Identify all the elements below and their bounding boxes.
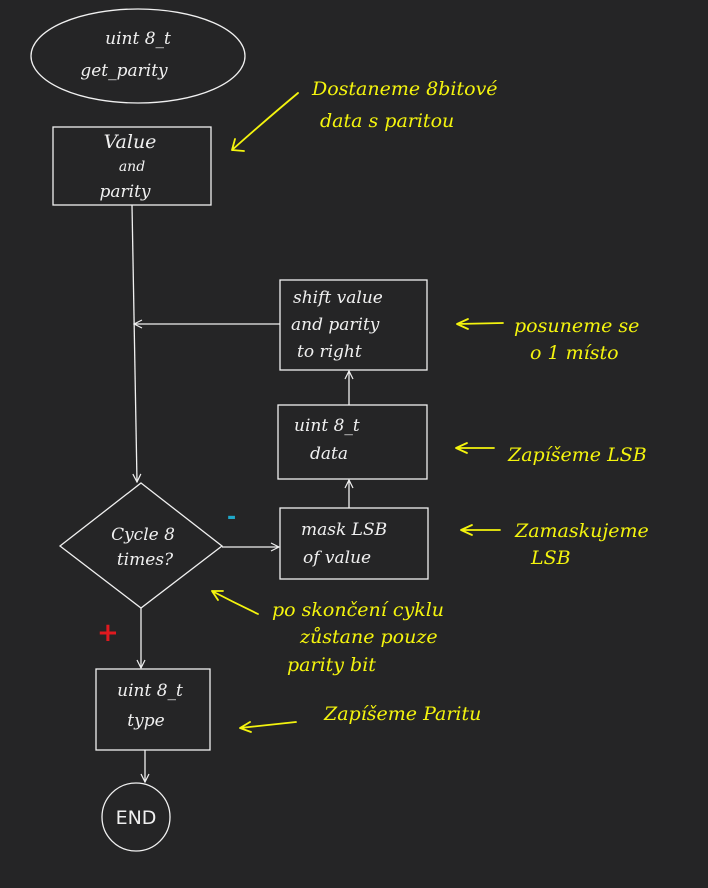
mask-box — [279, 507, 429, 580]
note-shift-line1: posuneme se — [514, 315, 639, 337]
parity-type-node: uint 8_t type — [95, 668, 211, 751]
cycle-node: Cycle 8 times? — [58, 482, 224, 609]
note-mask-line2: LSB — [530, 547, 571, 569]
start-node: uint 8_t get_parity — [30, 8, 246, 104]
note-mask: Zamaskujeme LSB — [460, 520, 649, 569]
note-get-data: Dostaneme 8bitové data s paritou — [231, 78, 498, 152]
note-mask-line1: Zamaskujeme — [514, 520, 649, 542]
value-parity-line1: Value — [104, 131, 157, 153]
plus-mark: + — [97, 618, 119, 648]
note-get-data-arrow — [231, 92, 299, 152]
note-mask-arrow — [460, 524, 501, 536]
note-get-data-line1: Dostaneme 8bitové — [311, 78, 498, 100]
note-write-lsb-arrow — [455, 442, 495, 454]
note-after-loop: po skončení cyklu zůstane pouze parity b… — [211, 590, 444, 676]
data-line1: uint 8_t — [294, 416, 360, 436]
parity-type-line2: type — [127, 711, 164, 731]
end-circle — [101, 782, 171, 852]
shift-line3: to right — [297, 342, 362, 362]
note-write-parity-line1: Zapíšeme Paritu — [323, 703, 481, 725]
start-ellipse — [30, 8, 246, 104]
note-after-loop-line2: zůstane pouze — [299, 626, 438, 648]
cycle-diamond — [58, 482, 224, 609]
note-shift-line2: o 1 místo — [530, 342, 619, 364]
minus-mark: - — [227, 505, 236, 530]
cycle-line2: times? — [117, 550, 174, 570]
note-write-parity-arrow — [239, 721, 297, 733]
note-write-parity: Zapíšeme Paritu — [239, 703, 481, 733]
end-label: END — [116, 807, 157, 829]
note-shift: posuneme se o 1 místo — [456, 315, 639, 364]
note-write-lsb: Zapíšeme LSB — [455, 442, 647, 466]
note-after-loop-line3: parity bit — [287, 654, 376, 676]
mask-line1: mask LSB — [301, 520, 387, 540]
note-get-data-line2: data s paritou — [320, 110, 454, 132]
mask-node: mask LSB of value — [279, 507, 429, 580]
data-line2: data — [310, 444, 348, 464]
start-line2: get_parity — [80, 61, 168, 81]
note-after-loop-arrow — [211, 590, 259, 615]
data-node: uint 8_t data — [277, 404, 428, 480]
value-parity-line3: parity — [99, 182, 150, 202]
mask-line2: of value — [303, 548, 371, 568]
end-node: END — [101, 782, 171, 852]
parity-type-line1: uint 8_t — [117, 681, 183, 701]
start-line1: uint 8_t — [105, 29, 171, 49]
cycle-line1: Cycle 8 — [111, 525, 175, 545]
shift-line1: shift value — [293, 288, 383, 308]
connector-value-to-cycle — [131, 204, 137, 482]
value-parity-line2: and — [119, 159, 145, 175]
parity-type-box — [95, 668, 211, 751]
shift-line2: and parity — [291, 315, 380, 335]
note-after-loop-line1: po skončení cyklu — [272, 599, 444, 621]
value-parity-node: Value and parity — [52, 126, 212, 206]
note-shift-arrow — [456, 318, 504, 330]
note-write-lsb-line1: Zapíšeme LSB — [507, 444, 647, 466]
shift-node: shift value and parity to right — [279, 279, 428, 371]
